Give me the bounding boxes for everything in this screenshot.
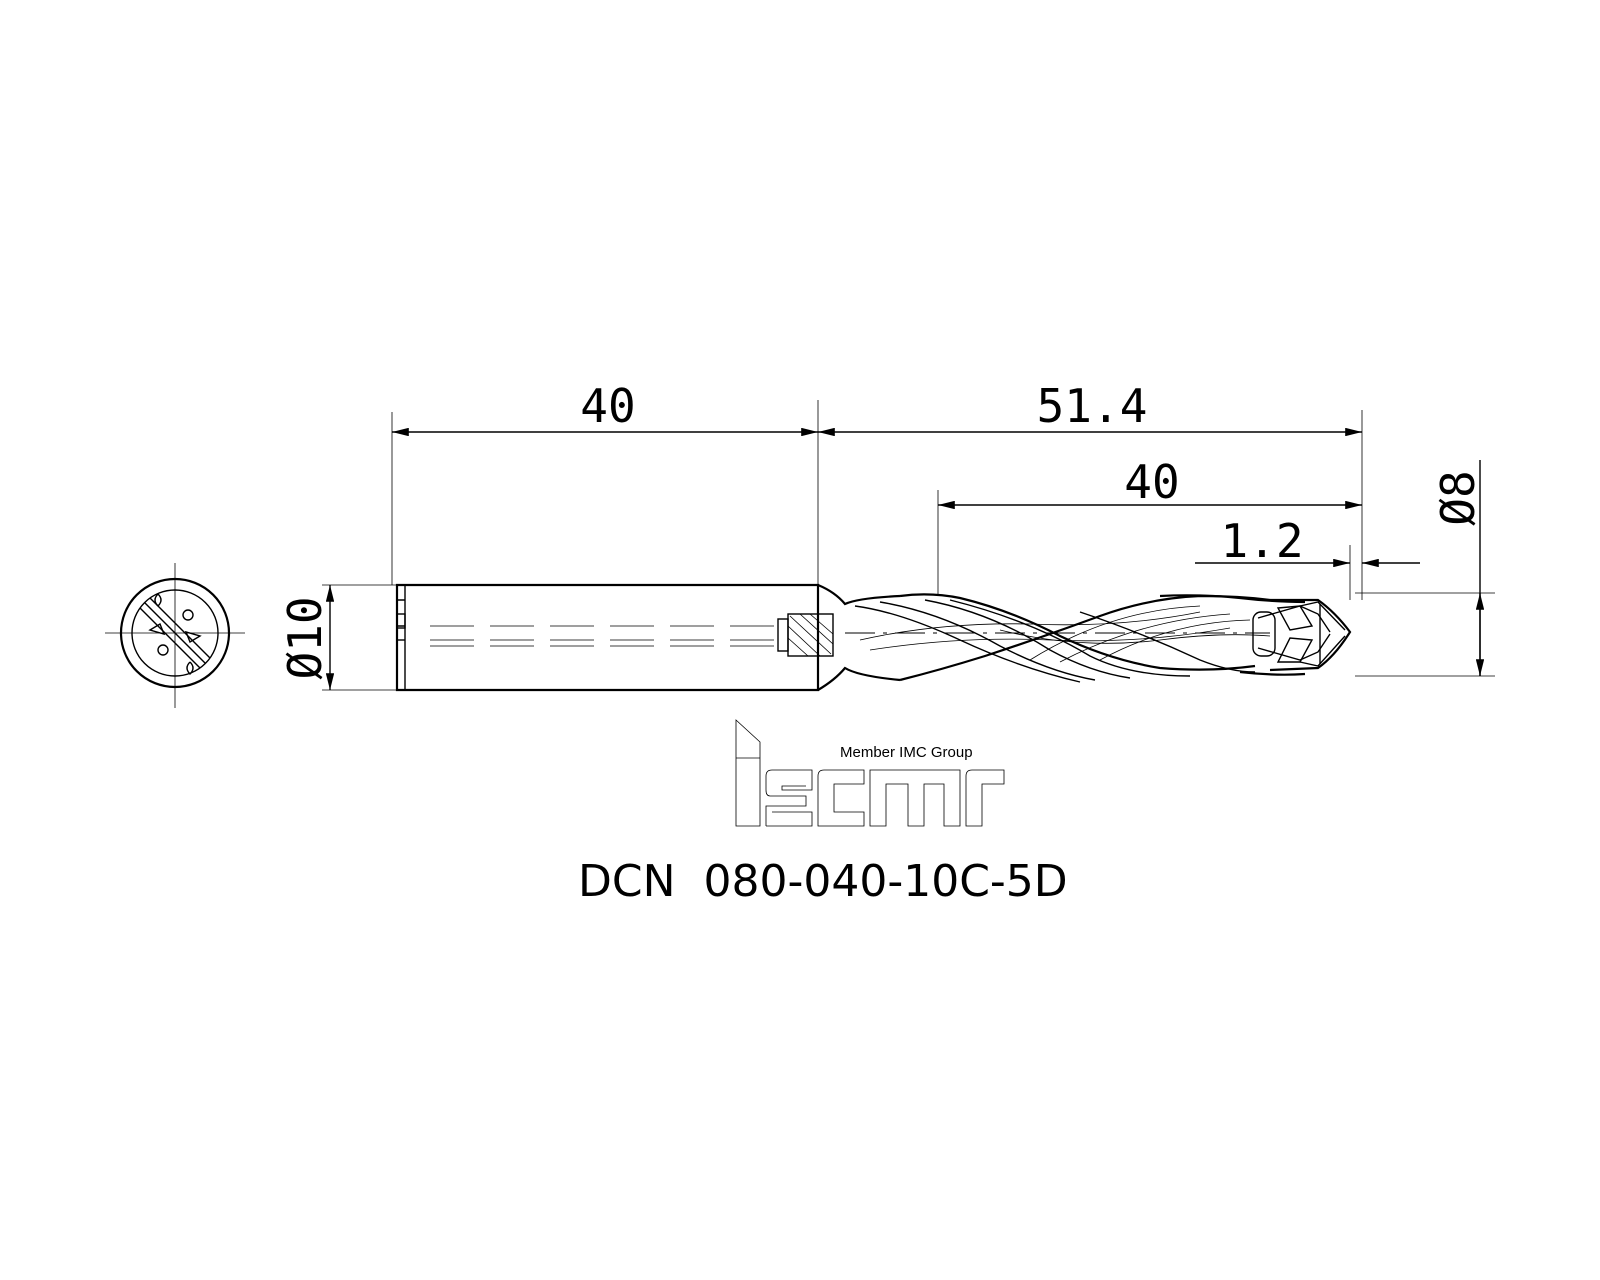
dim-overall-length: 51.4 bbox=[1037, 379, 1148, 433]
dim-tip-length: 1.2 bbox=[1220, 514, 1303, 568]
dim-shank-diameter: Ø10 bbox=[278, 596, 332, 679]
dim-flute-length: 40 bbox=[1124, 455, 1179, 509]
logo-tagline: Member IMC Group bbox=[840, 744, 973, 761]
dimension-lines bbox=[322, 400, 1495, 691]
part-number: DCN 080-040-10C-5D bbox=[578, 856, 1068, 907]
end-view bbox=[105, 563, 245, 708]
dim-drill-diameter: Ø8 bbox=[1431, 470, 1485, 525]
drill-body bbox=[817, 583, 1306, 691]
dim-shank-length: 40 bbox=[580, 379, 635, 433]
drill-tip-insert bbox=[1252, 598, 1352, 672]
iscar-logo: Member IMC Group bbox=[735, 719, 1005, 827]
shank bbox=[395, 583, 834, 692]
